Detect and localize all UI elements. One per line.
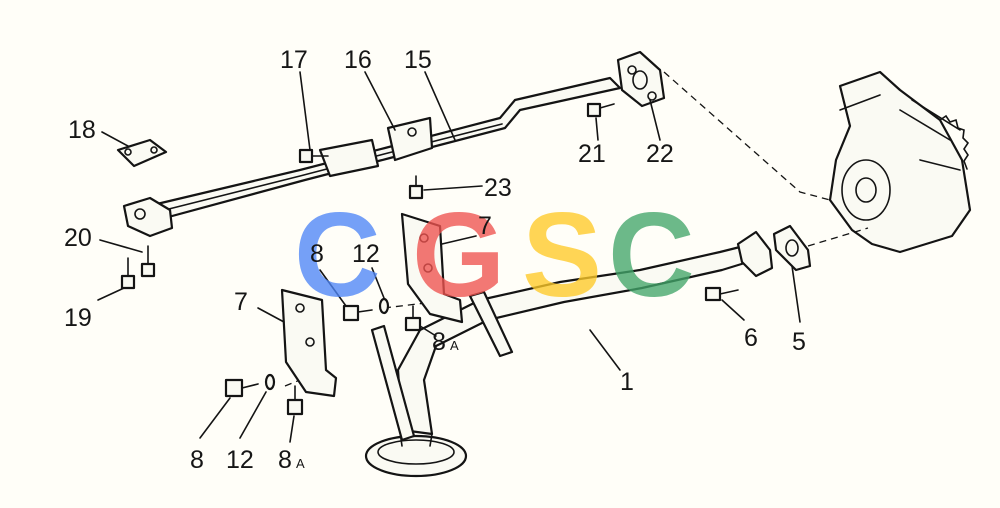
callout-17: 17 [280,46,308,74]
callout-18: 18 [68,116,96,144]
callout-20: 20 [64,224,92,252]
watermark-letter: S [522,188,602,322]
callout-21: 21 [578,140,606,168]
callouts: 17 16 15 18 21 22 23 20 19 8 12 7 7 8 A … [64,46,806,474]
washer [378,297,390,315]
callout-16: 16 [344,46,372,74]
callout-8A-upper: 8 [432,328,446,356]
callout-12-upper: 12 [352,240,380,268]
bolt [298,148,329,164]
gasket [772,224,812,272]
assembly-line [663,71,831,201]
bolt [408,175,424,200]
bolt [704,286,739,302]
callout-7-upper: 7 [478,212,492,240]
callout-15: 15 [404,46,432,74]
callout-5: 5 [792,328,806,356]
support-strip [468,290,514,358]
washer [264,373,276,391]
callout-8-upper: 8 [310,240,324,268]
callout-8-lower: 8 [190,446,204,474]
callout-7-left: 7 [234,288,248,316]
bolt [224,378,259,398]
callout-1: 1 [620,368,634,396]
callout-12-lower: 12 [226,446,254,474]
bolt [342,304,373,322]
assembly-line [807,227,869,247]
mounting-bracket [280,288,338,398]
callout-8A-lower: 8 [278,446,292,474]
bolt [286,385,304,416]
watermark: C G S C [294,188,695,322]
bolt [586,102,615,118]
bolt [140,245,156,278]
watermark-letter: C [608,188,695,322]
bolt [120,257,136,290]
watermark-letter: C [294,188,381,322]
watermark-letter: G [412,188,505,322]
pipe-bracket [386,116,434,162]
leader-lines [97,71,801,443]
callout-6: 6 [744,324,758,352]
callout-19: 19 [64,304,92,332]
callout-8A-lower-sub: A [296,456,305,471]
oil-pump [828,70,972,254]
oil-suction-pipe [364,230,774,478]
callout-8A-upper-sub: A [450,338,459,353]
callout-22: 22 [646,140,674,168]
callout-23: 23 [484,174,512,202]
support-strip [370,324,416,442]
pipe-clip [318,138,380,178]
bolt [404,305,422,332]
